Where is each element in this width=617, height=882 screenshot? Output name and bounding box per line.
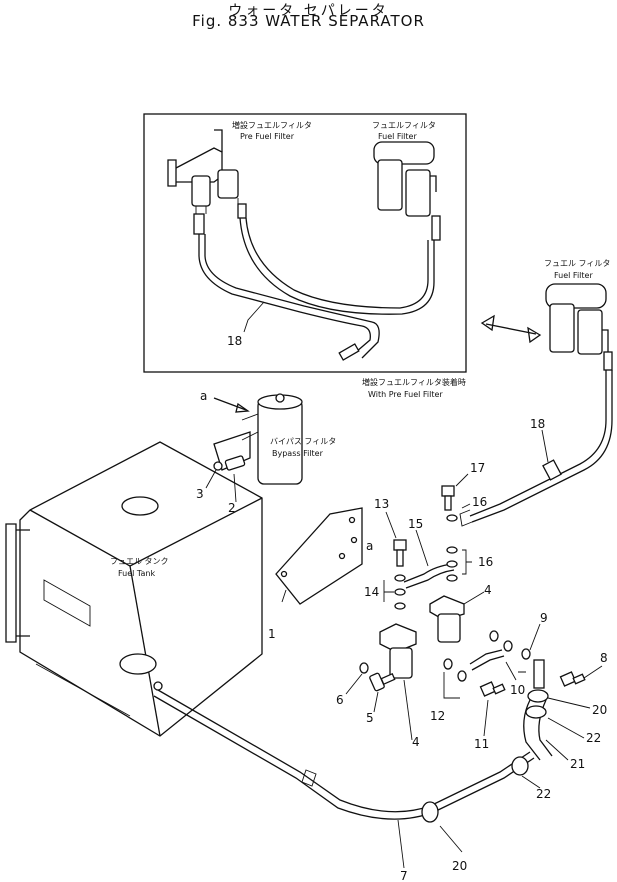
callout-3: 3 <box>196 487 204 501</box>
hose-15 <box>403 563 455 589</box>
inset-fuel-filter-label: Fuel Filter <box>378 132 417 141</box>
fuel-tank-drawing <box>5 441 263 737</box>
callout-9: 9 <box>540 611 548 625</box>
fuel-filter-drawing <box>545 283 613 371</box>
callout-20-upper: 20 <box>592 703 607 717</box>
pre-fuel-filter-drawing <box>167 129 247 235</box>
inset-frame <box>143 113 467 373</box>
elbow-fitting <box>523 659 553 761</box>
callout-12: 12 <box>430 709 445 723</box>
water-separator-lower <box>379 623 417 679</box>
bolt-17 <box>441 485 455 511</box>
callout-18: 18 <box>530 417 545 431</box>
callout-7: 7 <box>400 869 408 882</box>
callout-18-inset: 18 <box>227 334 242 348</box>
pre-fuel-filter-label: Pre Fuel Filter <box>240 132 295 141</box>
fuel-filter-label: Fuel Filter <box>554 271 593 280</box>
inset-panel: 増設フュエルフィルタ Pre Fuel Filter フュエルフィルタ Fuel… <box>143 113 467 399</box>
pipe-10 <box>469 649 505 671</box>
inset-fuel-filter-drawing <box>373 141 441 241</box>
view-a-label-top: a <box>200 389 207 403</box>
bolt-13 <box>393 539 407 567</box>
bracket-1-drawing <box>275 507 363 605</box>
callout-16-upper: 16 <box>472 495 487 509</box>
callout-1: 1 <box>268 627 276 641</box>
inset-caption-jp: 増設フュエルフィルタ装着時 <box>362 377 466 387</box>
reference-double-arrow <box>480 314 542 344</box>
callout-5: 5 <box>366 711 374 725</box>
callout-20-lower: 20 <box>452 859 467 873</box>
figure-title: Fig. 833 WATER SEPARATOR <box>192 12 425 30</box>
callout-16-lower: 16 <box>478 555 493 569</box>
bolt-11 <box>479 681 506 697</box>
washer-9c <box>521 648 531 660</box>
callout-14: 14 <box>364 585 379 599</box>
hose-18 <box>459 370 613 527</box>
callout-15: 15 <box>408 517 423 531</box>
water-separator-upper <box>429 595 465 643</box>
callout-2: 2 <box>228 501 236 515</box>
callout-17: 17 <box>470 461 485 475</box>
bypass-filter-label-jp: バイパス フィルタ <box>270 437 336 446</box>
callout-4-upper: 4 <box>484 583 492 597</box>
fuel-line-7 <box>153 689 535 823</box>
view-a-label: a <box>366 539 373 553</box>
washer-9b <box>503 640 513 652</box>
callout-8: 8 <box>600 651 608 665</box>
callout-4-lower: 4 <box>412 735 420 749</box>
bolt-5 <box>369 672 396 692</box>
fuel-filter-label-jp: フュエル フィルタ <box>544 259 610 268</box>
bypass-filter-label: Bypass Filter <box>272 449 324 458</box>
callout-11: 11 <box>474 737 489 751</box>
washers-12 <box>443 658 467 682</box>
inset-hoses <box>198 217 435 361</box>
callout-13: 13 <box>374 497 389 511</box>
inset-caption: With Pre Fuel Filter <box>368 390 443 399</box>
washer-9a <box>489 630 499 642</box>
pre-fuel-filter-label-jp: 増設フュエルフィルタ <box>232 120 312 130</box>
fuel-tank-label-jp: フュエル タンク <box>110 557 169 566</box>
bypass-filter-drawing <box>213 393 303 485</box>
callout-6: 6 <box>336 693 344 707</box>
bolt-8 <box>559 671 586 687</box>
callout-22-upper: 22 <box>586 731 601 745</box>
fuel-tank-label: Fuel Tank <box>118 569 155 578</box>
washers-16 <box>446 514 458 582</box>
callout-22-lower: 22 <box>536 787 551 801</box>
washers-14 <box>394 574 406 610</box>
figure-title-japanese: ウォータ セパレータ <box>228 3 389 19</box>
callout-10: 10 <box>510 683 525 697</box>
callout-21: 21 <box>570 757 585 771</box>
inset-fuel-filter-label-jp: フュエルフィルタ <box>372 121 436 130</box>
washer-6 <box>359 662 369 674</box>
